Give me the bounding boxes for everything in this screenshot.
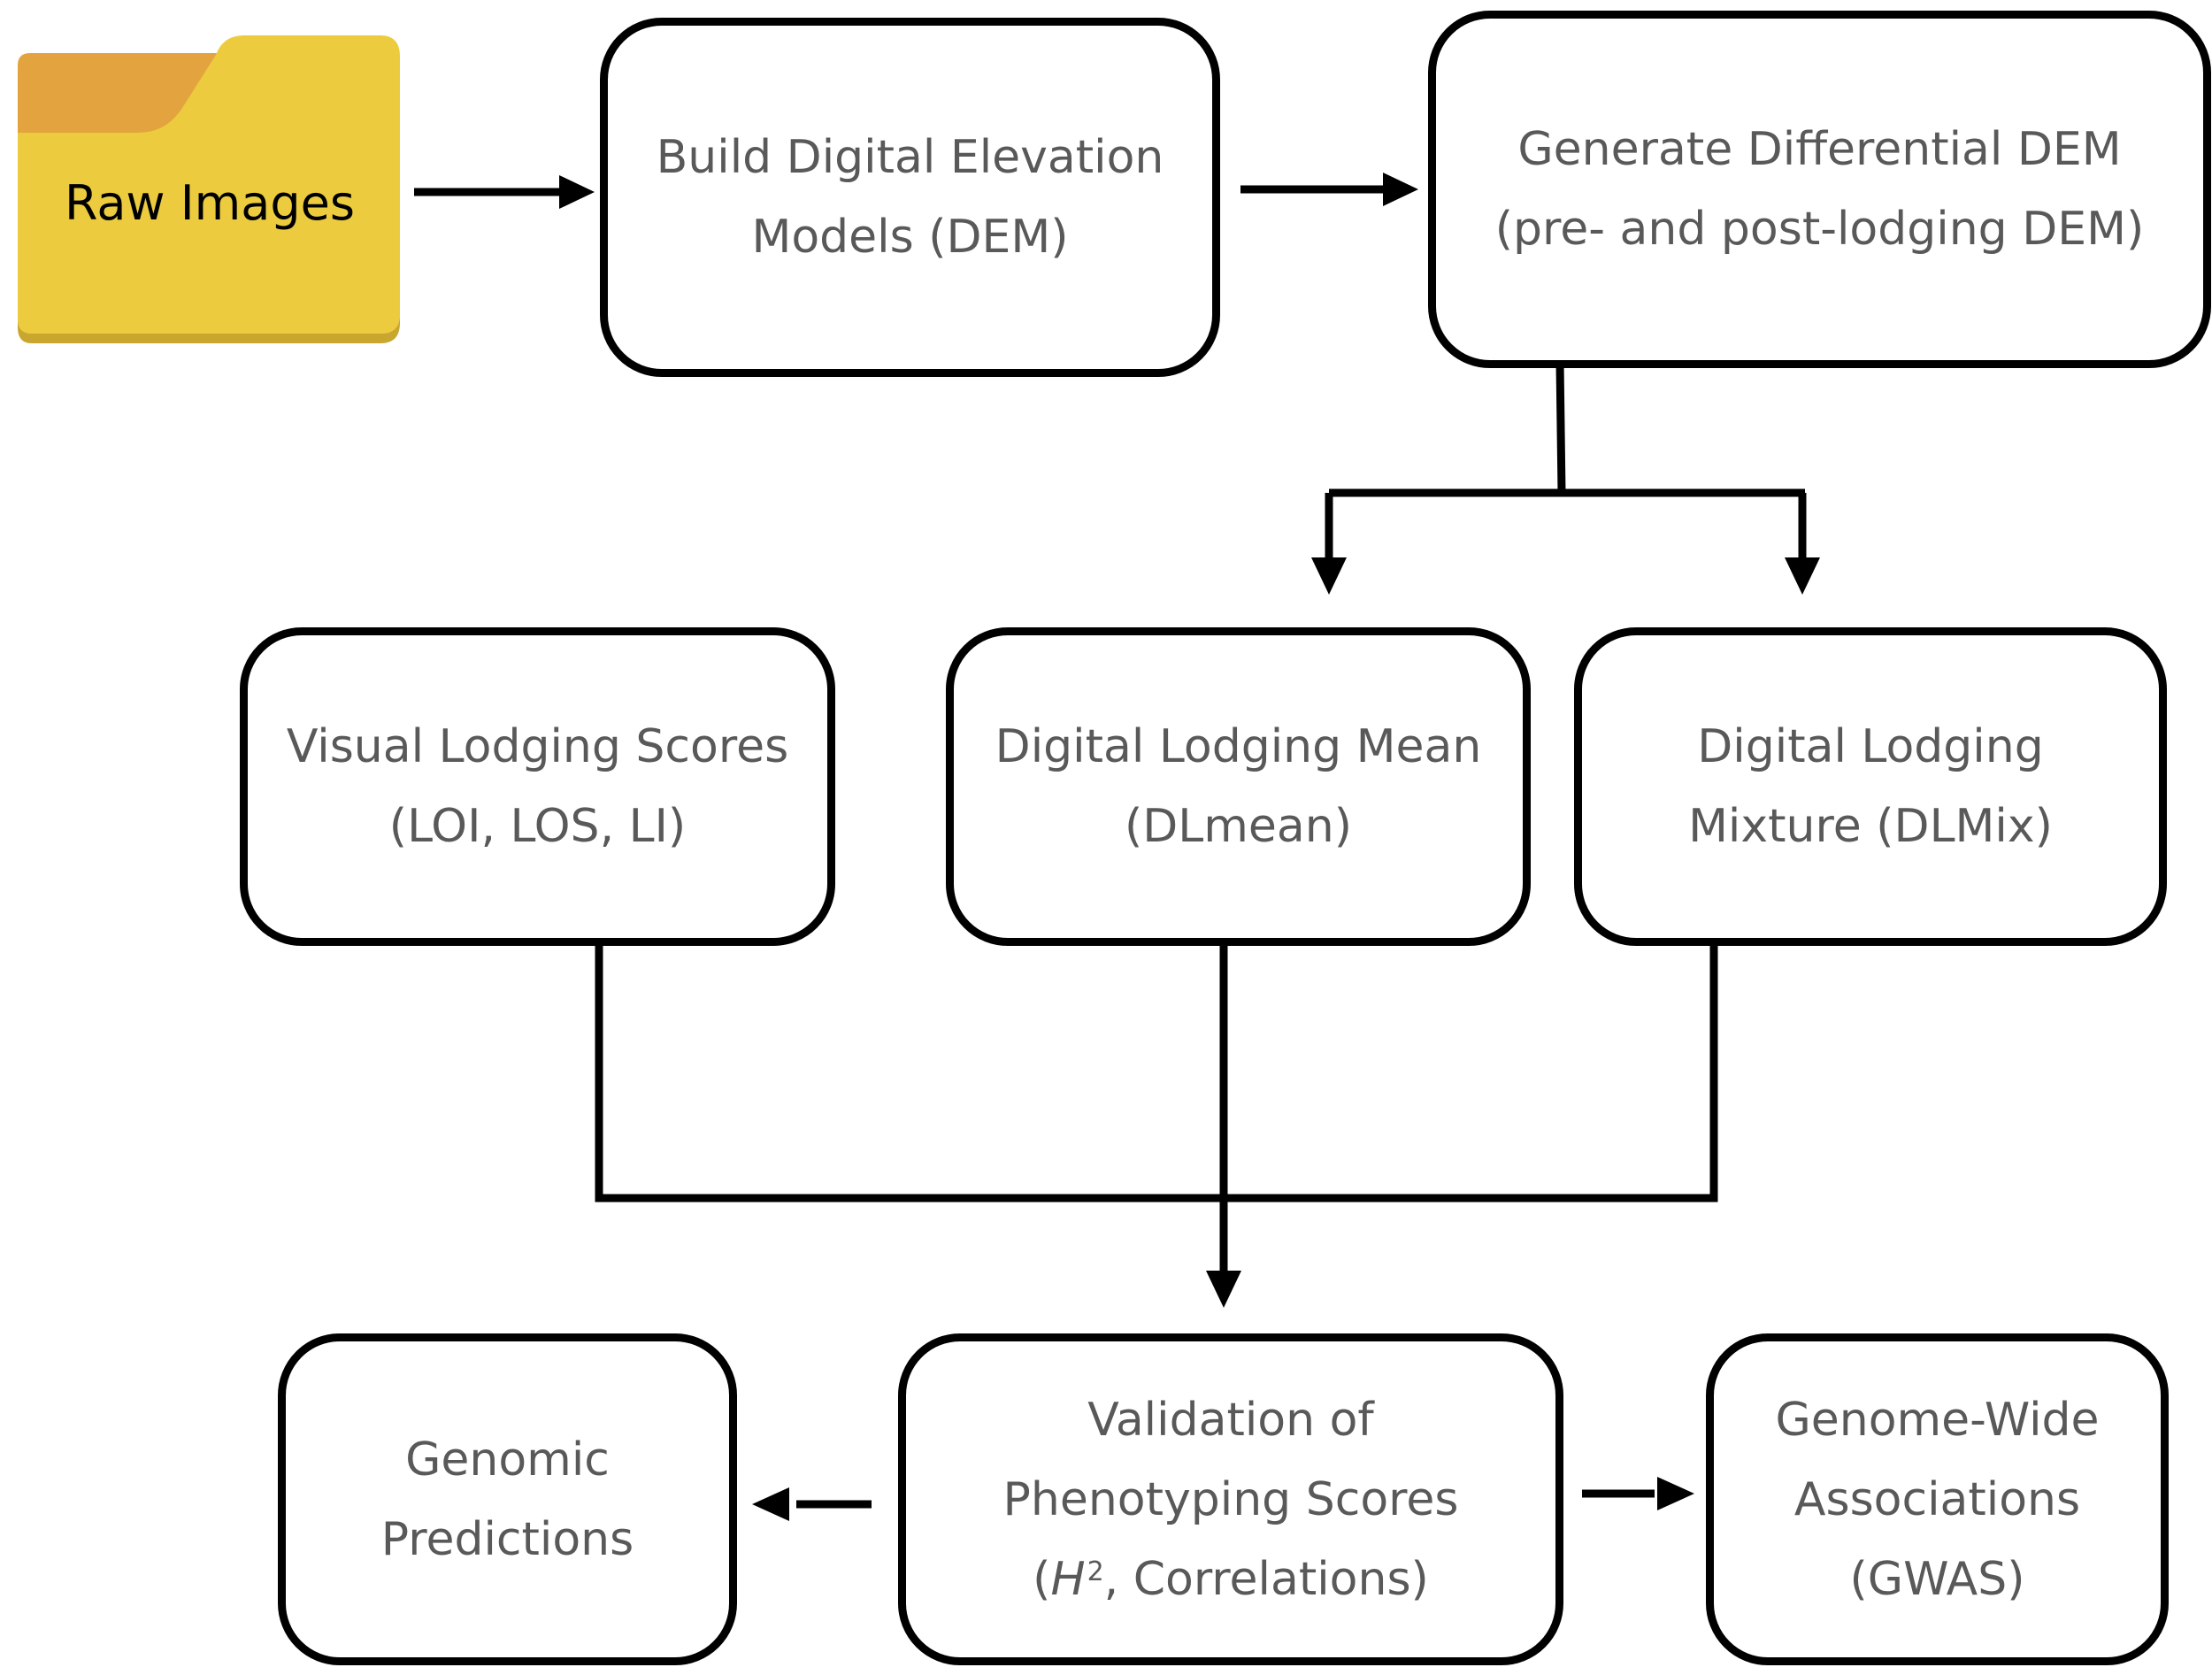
- node-build-dem: Build Digital Elevation Models (DEM): [600, 18, 1220, 377]
- node-text: (GWAS): [1849, 1552, 2025, 1606]
- arrowhead-validation: [1206, 1271, 1241, 1308]
- arrowhead-dl-mean: [1311, 557, 1347, 595]
- node-text: Models (DEM): [751, 211, 1069, 264]
- node-text: Genomic: [405, 1433, 610, 1487]
- formula-symbol: H: [1050, 1552, 1086, 1606]
- folder-icon: [18, 35, 400, 343]
- node-digital-lodging-mean: Digital Lodging Mean (DLmean): [946, 627, 1531, 946]
- node-text: Digital Lodging Mean: [995, 720, 1482, 773]
- arrowhead-gwas: [1657, 1477, 1694, 1510]
- node-digital-lodging-mixture: Digital Lodging Mixture (DLMix): [1574, 627, 2167, 946]
- arrowhead-raw-to-build-dem: [559, 175, 595, 209]
- node-genomic-predictions: Genomic Predictions: [278, 1333, 737, 1665]
- arrowhead-build-to-differential: [1383, 173, 1418, 206]
- arrowhead-dl-mix: [1785, 557, 1820, 595]
- node-gwas: Genome-Wide Associations (GWAS): [1706, 1333, 2169, 1665]
- connector-merge: [595, 943, 1718, 1202]
- formula-superscript: 2: [1087, 1556, 1104, 1587]
- node-text: Genome-Wide: [1775, 1393, 2100, 1447]
- node-formula: (H2, Correlations): [1033, 1552, 1429, 1606]
- node-text: Phenotyping Scores: [1002, 1472, 1459, 1526]
- node-differential-dem: Generate Differential DEM (pre- and post…: [1428, 11, 2211, 368]
- node-text: Visual Lodging Scores: [286, 720, 789, 773]
- folder-label: Raw Images: [64, 175, 355, 231]
- node-text: (pre- and post-lodging DEM): [1494, 203, 2145, 256]
- connector-differential-split: [1555, 362, 1566, 494]
- node-text: Mixture (DLMix): [1688, 800, 2053, 853]
- node-text: Build Digital Elevation: [656, 131, 1164, 184]
- node-text: Validation of: [1087, 1393, 1374, 1447]
- node-text: Predictions: [380, 1512, 634, 1566]
- node-text: (LOI, LOS, LI): [388, 800, 687, 853]
- node-text: (DLmean): [1124, 800, 1353, 853]
- formula-rest: , Correlations): [1103, 1552, 1429, 1606]
- node-text: Generate Differential DEM: [1517, 123, 2122, 176]
- node-visual-lodging-scores: Visual Lodging Scores (LOI, LOS, LI): [240, 627, 835, 946]
- node-validation: Validation of Phenotyping Scores (H2, Co…: [898, 1333, 1563, 1665]
- node-text: Associations: [1793, 1472, 2081, 1526]
- node-text: Digital Lodging: [1697, 720, 2044, 773]
- arrowhead-genomic: [752, 1487, 789, 1521]
